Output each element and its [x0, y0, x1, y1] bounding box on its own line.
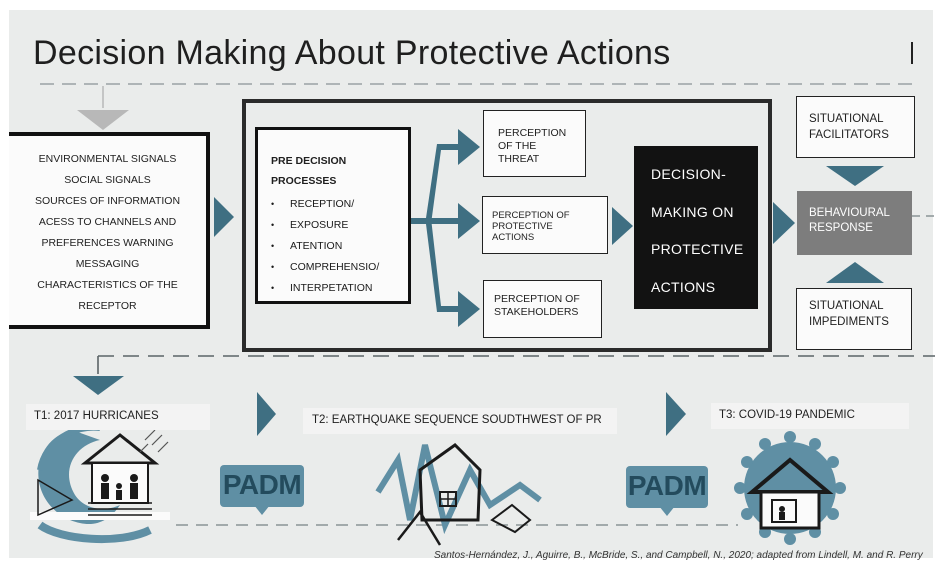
- input-line: CHARACTERISTICS OF THE: [37, 279, 178, 291]
- decision-line: MAKING ON: [651, 204, 734, 220]
- inputs-box: [9, 132, 210, 329]
- padm-label-1: PADM: [222, 469, 302, 500]
- perception-actions-line: ACTIONS: [492, 232, 535, 243]
- facilitators-line: FACILITATORS: [809, 129, 889, 141]
- input-line: SOCIAL SIGNALS: [64, 174, 151, 186]
- padm-label-2: PADM: [627, 470, 707, 501]
- input-line: MESSAGING: [75, 258, 140, 270]
- perception-threat-line: PERCEPTION: [498, 127, 567, 139]
- page-title: Decision Making About Protective Actions: [33, 34, 671, 72]
- perception-stakeholders-box: [483, 280, 602, 338]
- title-edge-marker: [911, 42, 913, 64]
- arrow-inputs-to-pre: [214, 197, 234, 237]
- behavioural-response-box: [797, 191, 912, 255]
- citation: Santos-Hernández, J., Aguirre, B., McBri…: [434, 550, 923, 561]
- perception-threat-text: PERCEPTION OF THE THREAT: [498, 127, 566, 166]
- pre-item: RECEPTION/: [271, 194, 379, 215]
- perception-stakeholders-text: PERCEPTION OF STAKEHOLDERS: [494, 293, 580, 319]
- chevron-t1-t2: [257, 392, 276, 436]
- pre-item-continued: EXPOSURE: [271, 215, 379, 236]
- perception-actions-text: PERCEPTION OF PROTECTIVE ACTIONS: [492, 210, 570, 243]
- pre-item: ATENTION: [271, 236, 379, 257]
- situational-impediments-text: SITUATIONAL IMPEDIMENTS: [809, 298, 889, 330]
- arrow-impediments-up: [826, 262, 884, 283]
- timeline-t1: T1: 2017 HURRICANES: [34, 410, 159, 422]
- earthquake-icon: [375, 443, 542, 546]
- timeline-t3: T3: COVID-19 PANDEMIC: [719, 409, 855, 421]
- pre-item: COMPREHENSIO/: [271, 257, 379, 278]
- response-line: BEHAVIOURAL: [809, 207, 890, 219]
- input-line: RECEPTOR: [78, 300, 137, 312]
- perception-actions-line: PROTECTIVE: [492, 221, 553, 232]
- arrow-facilitators-down: [826, 166, 884, 186]
- hurricane-icon: [30, 424, 170, 543]
- grey-down-arrow: [77, 110, 129, 130]
- decision-line: ACTIONS: [651, 279, 716, 295]
- decision-line: DECISION-: [651, 166, 727, 182]
- timeline-t2: T2: EARTHQUAKE SEQUENCE SOUDTHWEST OF PR: [312, 414, 602, 426]
- inputs-list: ENVIRONMENTAL SIGNALS SOCIAL SIGNALS SOU…: [9, 153, 206, 313]
- covid-house-icon: [734, 431, 846, 545]
- branch-arrows: [411, 129, 480, 327]
- t2-label-bg: [303, 408, 617, 434]
- arrow-to-response: [773, 202, 795, 244]
- chevron-t2-t3: [666, 392, 686, 436]
- impediments-line: IMPEDIMENTS: [809, 316, 889, 328]
- perception-threat-line: THREAT: [498, 153, 540, 165]
- padm-badge-2-tail: [659, 506, 675, 516]
- padm-badge-1-tail: [254, 505, 270, 515]
- padm-badge-2: [626, 466, 708, 508]
- perception-stakeholders-line: STAKEHOLDERS: [494, 306, 579, 318]
- situational-impediments-box: [796, 288, 912, 350]
- input-line: SOURCES OF INFORMATION: [34, 195, 181, 207]
- impediments-line: SITUATIONAL: [809, 300, 884, 312]
- pre-decision-list: RECEPTION/ EXPOSURE ATENTION COMPREHENSI…: [271, 194, 379, 299]
- perception-threat-line: OF THE: [498, 140, 537, 152]
- input-line: ENVIRONMENTAL SIGNALS: [38, 153, 177, 165]
- perception-threat-box: [483, 110, 586, 177]
- perception-actions-box: [482, 196, 608, 254]
- situational-facilitators-box: [796, 96, 915, 158]
- input-line: PREFERENCES WARNING: [41, 237, 174, 249]
- t1-label-bg: [26, 404, 210, 430]
- decision-line: PROTECTIVE: [651, 241, 744, 257]
- pre-decision-heading: PRE DECISION PROCESSES: [271, 151, 346, 191]
- response-line: RESPONSE: [809, 222, 873, 234]
- perception-actions-line: PERCEPTION OF: [492, 210, 570, 221]
- pre-heading-line: PRE DECISION: [271, 155, 347, 167]
- t1-down-arrow: [73, 376, 124, 395]
- behavioural-response-text: BEHAVIOURAL RESPONSE: [809, 206, 890, 236]
- padm-badge-1: [220, 465, 304, 507]
- arrow-to-decision: [612, 207, 633, 245]
- input-line: ACESS TO CHANNELS AND: [38, 216, 177, 228]
- perception-stakeholders-line: PERCEPTION OF: [494, 293, 580, 305]
- situational-facilitators-text: SITUATIONAL FACILITATORS: [809, 111, 889, 143]
- decision-box: [634, 146, 758, 309]
- facilitators-line: SITUATIONAL: [809, 113, 884, 125]
- pre-item-continued: INTERPETATION: [271, 278, 379, 299]
- process-frame: [242, 99, 772, 352]
- t3-label-bg: [711, 403, 909, 429]
- pre-heading-line: PROCESSES: [271, 175, 337, 187]
